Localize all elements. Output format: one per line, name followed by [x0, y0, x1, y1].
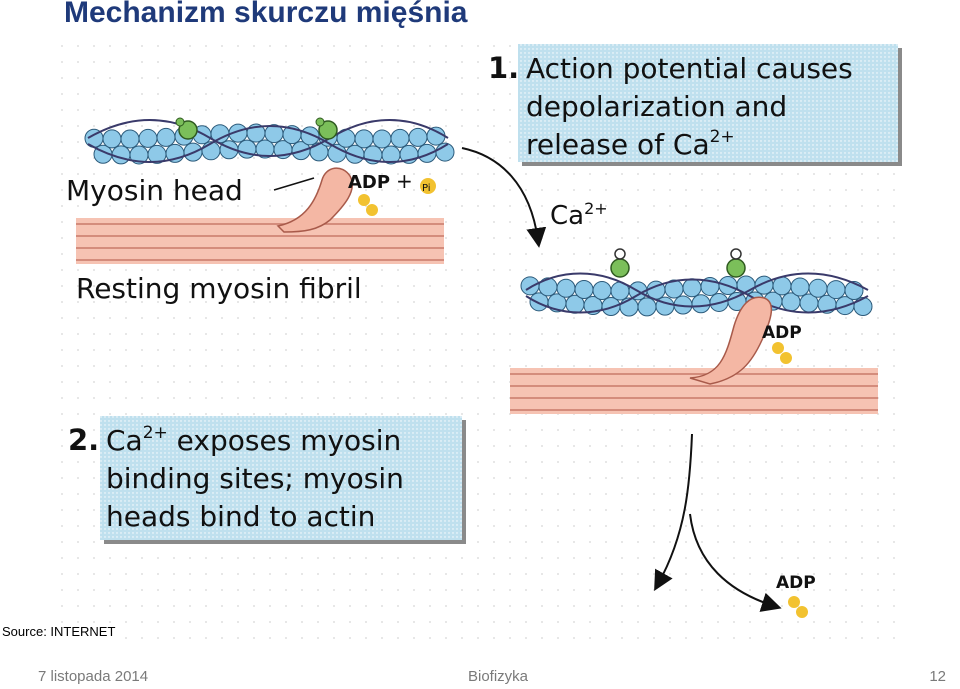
actin-bead: [826, 280, 846, 300]
arrow-adp-release: [689, 513, 782, 612]
myosin-head-label: Myosin head: [66, 174, 243, 207]
myosin-head-resting: [276, 167, 353, 233]
myosin-fibril-activated: [510, 296, 878, 414]
phosphate-icon: Pi: [420, 178, 436, 194]
actin-bead: [102, 129, 122, 149]
step2-line2: binding sites; myosin: [106, 462, 404, 495]
actin-bead: [790, 277, 810, 297]
actin-bead: [808, 278, 828, 298]
adp-label-released: ADP: [776, 573, 816, 593]
step2-number: 2.: [68, 423, 99, 457]
actin-bead: [390, 128, 410, 148]
troponin-icon: [610, 248, 630, 278]
step1-line2: depolarization and: [526, 90, 787, 123]
step1-line1: Action potential causes: [526, 52, 853, 85]
step1-line3: release of Ca2+: [526, 127, 735, 161]
footer-subject: Biofizyka: [468, 668, 529, 685]
plus-sign: +: [396, 169, 413, 193]
actin-bead: [601, 296, 621, 316]
step2-line1: Ca2+ exposes myosin: [106, 423, 401, 457]
source-note: Source: INTERNET: [2, 624, 120, 639]
actin-bead: [556, 278, 576, 298]
myosin-head-bound: [689, 296, 773, 385]
actin-bead: [408, 127, 428, 147]
troponin-icon: [175, 117, 198, 140]
actin-bead: [574, 280, 594, 300]
adp-molecule-icon: [358, 194, 378, 216]
muscle-contraction-diagram: 1. Action potential causes depolarizatio…: [60, 44, 906, 640]
myosin-fibril-resting: [76, 167, 444, 264]
actin-bead: [138, 128, 158, 148]
adp-label: ADP: [348, 172, 390, 193]
footer-page-number: 12: [929, 668, 946, 685]
arrow-to-binding: [461, 147, 547, 248]
adp-molecule-icon: [788, 596, 808, 618]
troponin-icon: [315, 117, 338, 140]
step1-number: 1.: [488, 51, 519, 85]
step1-box: 1. Action potential causes depolarizatio…: [488, 44, 902, 166]
calcium-label: Ca2+: [550, 199, 608, 231]
arrow-next-step: [654, 433, 693, 591]
actin-bead: [111, 145, 131, 165]
actin-bead: [691, 294, 711, 314]
troponin-icon: [726, 248, 746, 278]
actin-bead: [426, 126, 446, 146]
actin-bead: [853, 297, 873, 317]
actin-bead: [120, 129, 140, 149]
actin-bead: [637, 297, 657, 317]
actin-bead: [156, 127, 176, 147]
actin-bead: [354, 129, 374, 149]
actin-bead: [520, 276, 540, 296]
adp-molecule-icon: [772, 342, 792, 364]
actin-bead: [682, 278, 702, 298]
actin-bead: [592, 280, 612, 300]
footer-date: 7 listopada 2014: [38, 668, 149, 685]
svg-text:Pi: Pi: [422, 183, 431, 194]
actin-bead: [417, 143, 437, 163]
step2-box: 2. Ca2+ exposes myosin binding sites; my…: [68, 416, 466, 544]
resting-fibril-label: Resting myosin fibril: [76, 272, 362, 305]
adp-label-bound: ADP: [762, 323, 802, 343]
step2-line3: heads bind to actin: [106, 500, 375, 533]
slide-title: Mechanizm skurczu mięśnia: [64, 0, 468, 29]
actin-filament-resting: [84, 117, 455, 165]
actin-bead: [372, 129, 392, 149]
